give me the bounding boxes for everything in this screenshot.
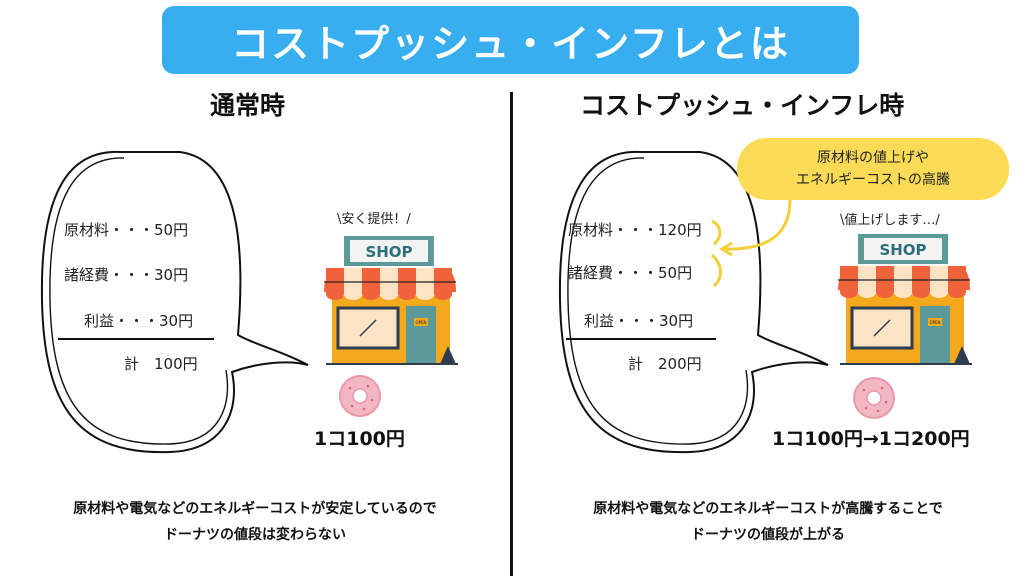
caption-inflation: 原材料や電気などのエネルギーコストが高騰することで ドーナツの値段が上がる [512,496,1024,548]
sum-rule-left [58,338,214,340]
donut-icon-left [339,375,381,417]
cost-profit-left: 利益・・・30円 [84,312,194,330]
svg-text:OPEN: OPEN [415,320,426,325]
cost-material-right: 原材料・・・120円 [568,221,702,239]
shop-illustration-right: SHOP OPEN [838,234,972,365]
caption-normal-line-1: 原材料や電気などのエネルギーコストが安定しているので [73,501,437,517]
cost-total-left: 計 100円 [124,355,198,373]
svg-text:SHOP: SHOP [365,243,412,261]
cost-total-right: 計 200円 [628,355,702,373]
cost-rise-note: 原材料の値上げや エネルギーコストの高騰 [737,138,1009,200]
cost-material-left: 原材料・・・50円 [64,221,189,239]
shout-right: \値上げします…/ [840,213,940,228]
sum-rule-right [566,338,716,340]
title-banner: コストプッシュ・インフレとは [162,6,859,74]
page-title: コストプッシュ・インフレとは [231,21,790,66]
price-inflation: 1コ100円→1コ200円 [772,428,970,450]
note-line-1: 原材料の値上げや [817,150,929,166]
heading-inflation: コストプッシュ・インフレ時 [580,91,905,120]
caption-normal: 原材料や電気などのエネルギーコストが安定しているので ドーナツの値段は変わらない [0,496,510,548]
svg-text:OPEN: OPEN [929,320,940,325]
heading-normal: 通常時 [210,91,286,120]
svg-text:SHOP: SHOP [879,241,926,259]
shout-left: \安く提供！/ [337,212,411,227]
cost-overhead-left: 諸経費・・・30円 [64,266,189,284]
center-divider [510,92,513,576]
note-line-2: エネルギーコストの高騰 [796,172,950,188]
cost-overhead-right: 諸経費・・・50円 [568,264,693,282]
price-normal: 1コ100円 [314,428,405,450]
shop-illustration-left: SHOP OPEN [324,236,458,365]
cost-profit-right: 利益・・・30円 [584,312,694,330]
donut-icon-right [853,377,895,419]
caption-normal-line-2: ドーナツの値段は変わらない [164,527,346,543]
caption-inflation-line-2: ドーナツの値段が上がる [691,527,845,543]
caption-inflation-line-1: 原材料や電気などのエネルギーコストが高騰することで [593,501,943,517]
